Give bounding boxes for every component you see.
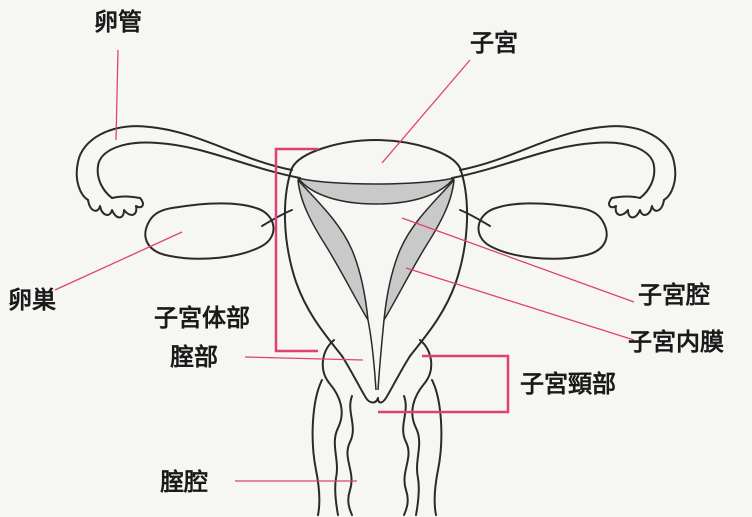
- right-oviduct: [452, 126, 675, 200]
- left-fimbriae: [88, 197, 143, 218]
- label-uterine-body: 子宮体部: [154, 304, 250, 332]
- label-uterine-cavity: 子宮腔: [638, 281, 710, 309]
- leader-oviduct: [116, 50, 118, 140]
- label-oviduct: 卵管: [94, 8, 142, 36]
- vagina-wall-left: [323, 340, 342, 515]
- vagina-outer-left: [313, 380, 322, 515]
- uterine-body-bracket: [276, 149, 318, 351]
- leader-vaginal-part: [245, 357, 363, 360]
- label-endometrium: 子宮内膜: [628, 328, 724, 356]
- vagina-inner-right: [403, 396, 408, 515]
- uterus-outer-contour: [285, 140, 467, 356]
- endometrium-top: [298, 178, 454, 204]
- vagina-outer-right: [432, 380, 441, 515]
- endometrium-layer: [298, 178, 454, 320]
- label-vaginal-part: 腟部: [170, 343, 218, 371]
- label-uterus: 子宮: [470, 29, 518, 57]
- leader-ovary: [55, 232, 182, 290]
- left-ovary: [145, 203, 273, 258]
- label-vagina: 腟腔: [160, 468, 208, 496]
- labels: 卵管 子宮 卵巣 子宮体部 子宮腔 子宮内膜 子宮頸部 腟部 腟腔: [8, 8, 724, 496]
- cervical-canal: [368, 320, 376, 390]
- vagina-wall-right: [412, 340, 431, 515]
- right-fimbriae: [609, 197, 664, 218]
- right-ovary: [479, 203, 607, 258]
- vagina-inner-left: [347, 396, 352, 515]
- label-ovary: 卵巣: [8, 286, 57, 314]
- cervix-bracket: [378, 356, 508, 412]
- left-oviduct: [77, 126, 300, 200]
- leader-endometrium: [406, 268, 634, 340]
- cervical-canal-right: [378, 320, 384, 390]
- leader-uterine-cavity: [402, 218, 634, 302]
- label-cervix: 子宮頸部: [520, 370, 616, 398]
